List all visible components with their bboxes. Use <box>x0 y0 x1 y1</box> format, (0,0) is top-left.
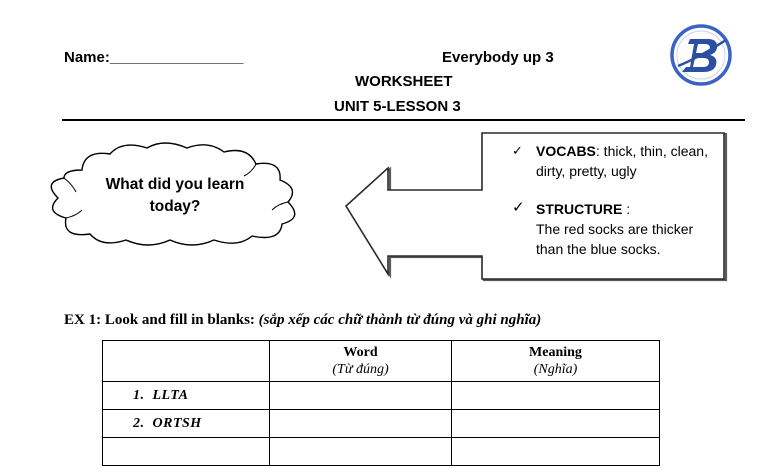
thought-cloud-shape <box>50 142 296 246</box>
structure-label: STRUCTURE <box>536 201 623 217</box>
header-divider <box>62 119 745 121</box>
header-meaning: Meaning (Nghĩa) <box>451 340 660 382</box>
vocab-label: VOCABS <box>536 143 596 159</box>
cloud-question: What did you learn today? <box>105 176 245 215</box>
table-row: 2. ORTSH <box>102 409 660 438</box>
meaning-answer-cell[interactable] <box>451 381 660 410</box>
header-meaning-label: Meaning <box>529 345 582 360</box>
scrambled-word: ORTSH <box>152 415 202 431</box>
header-meaning-sub: (Nghĩa) <box>533 362 578 377</box>
exercise-number: EX 1: Look and fill in blanks: <box>64 312 255 328</box>
header-word: Word (Từ đúng) <box>269 340 452 382</box>
b-logo-icon <box>670 24 732 86</box>
structure-colon: : <box>622 201 631 217</box>
structure-sentence: The red socks are thicker than the blue … <box>536 221 694 257</box>
meaning-answer-cell[interactable] <box>451 409 660 438</box>
vocab-item: ✓ VOCABS: thick, thin, clean, dirty, pre… <box>512 141 722 181</box>
word-table: Word (Từ đúng) Meaning (Nghĩa) 1. LLTA 2… <box>102 340 660 466</box>
scrambled-cell: 2. ORTSH <box>102 409 270 438</box>
word-answer-cell[interactable] <box>269 381 452 410</box>
scrambled-word: LLTA <box>152 387 189 403</box>
table-row <box>102 437 660 466</box>
exercise-hint: (sắp xếp các chữ thành từ đúng và ghi ng… <box>258 312 542 328</box>
worksheet-title: WORKSHEET <box>355 73 453 90</box>
scrambled-cell <box>102 437 270 466</box>
meaning-answer-cell[interactable] <box>451 437 660 466</box>
header-blank-cell <box>102 340 270 382</box>
series-title: Everybody up 3 <box>442 49 554 66</box>
checkmark-icon: ✓ <box>512 199 525 216</box>
header-word-label: Word <box>343 345 378 360</box>
word-answer-cell[interactable] <box>269 437 452 466</box>
exercise-instruction: EX 1: Look and fill in blanks: (sắp xếp … <box>64 312 541 329</box>
unit-lesson-title: UNIT 5-LESSON 3 <box>334 98 461 115</box>
row-number: 1. <box>133 387 145 403</box>
structure-item: ✓ STRUCTURE : The red socks are thicker … <box>512 199 722 259</box>
vocab-structure-panel: ✓ VOCABS: thick, thin, clean, dirty, pre… <box>512 141 722 259</box>
checkmark-icon: ✓ <box>512 143 523 158</box>
name-field-label: Name:________________ <box>64 49 244 66</box>
scrambled-cell: 1. LLTA <box>102 381 270 410</box>
left-arrow-box <box>344 132 728 282</box>
table-row: 1. LLTA <box>102 381 660 410</box>
table-header-row: Word (Từ đúng) Meaning (Nghĩa) <box>102 340 660 382</box>
vocab-list: : thick, thin, clean, dirty, pretty, ugl… <box>536 143 708 179</box>
word-answer-cell[interactable] <box>269 409 452 438</box>
header-word-sub: (Từ đúng) <box>332 362 389 377</box>
row-number: 2. <box>133 415 145 431</box>
